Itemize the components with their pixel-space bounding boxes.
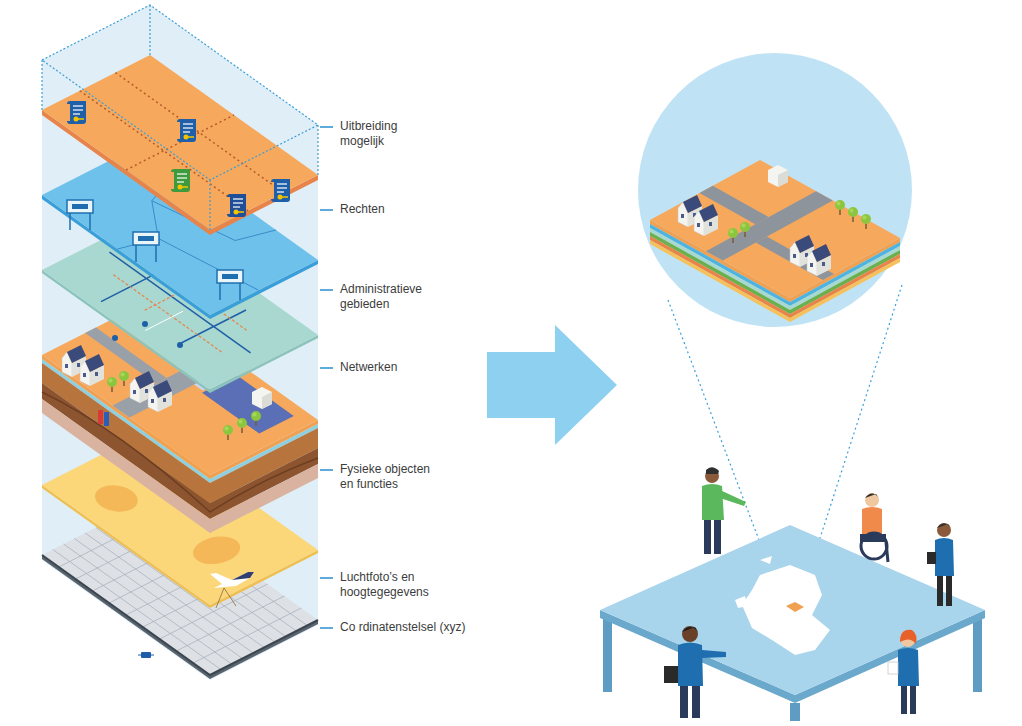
- layer-label: Fysieke objecten en functies: [340, 462, 442, 492]
- layer-label: Co rdinatenstelsel (xyz): [340, 620, 510, 635]
- layer-label: Administratieve gebieden: [340, 282, 436, 312]
- layer-label: Uitbreiding mogelijk: [340, 119, 422, 149]
- layer-label: Luchtfoto’s en hoogtegegevens: [340, 570, 436, 600]
- layer-label: Rechten: [340, 202, 500, 217]
- layer-label: Netwerken: [340, 360, 500, 375]
